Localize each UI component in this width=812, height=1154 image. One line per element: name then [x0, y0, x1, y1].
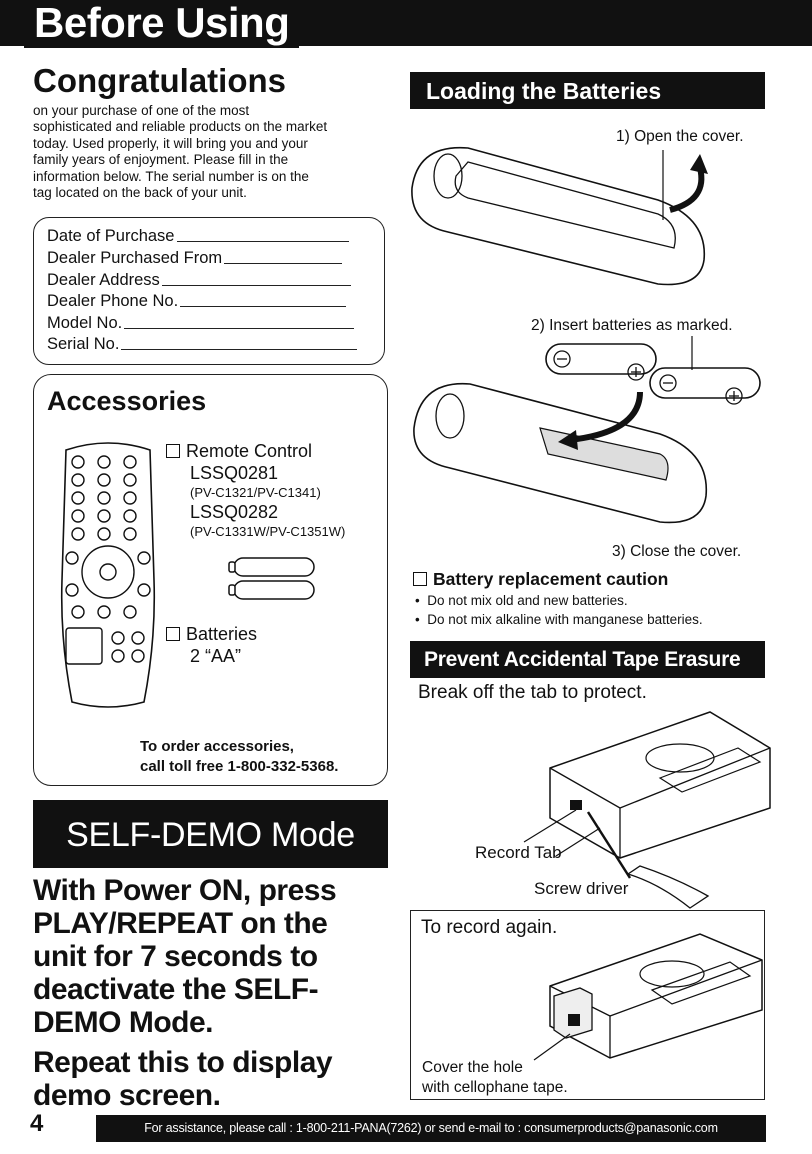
form-label: Date of Purchase — [47, 227, 175, 245]
remote-models-2: (PV-C1331W/PV-C1351W) — [190, 524, 346, 539]
form-field-serial[interactable]: Serial No. — [47, 334, 358, 354]
form-label: Serial No. — [47, 335, 120, 353]
cassette-taped-illustration — [533, 933, 763, 1061]
form-field-dealer-address[interactable]: Dealer Address — [47, 270, 351, 290]
accessories-box — [33, 374, 388, 786]
instruction-line: DEMO Mode. — [33, 1006, 214, 1039]
congratulations-title: Congratulations — [33, 62, 286, 99]
accessory-remote: Remote Control — [166, 440, 312, 462]
battery-step-3: 3) Close the cover. — [612, 543, 742, 560]
batteries-type: 2 “AA” — [190, 646, 242, 666]
cover-hole-text-1: Cover the hole — [422, 1059, 523, 1076]
tape-erasure-subtitle: Break off the tab to protect. — [418, 682, 647, 703]
instruction-line: deactivate the SELF- — [33, 973, 319, 1006]
form-label: Model No. — [47, 314, 123, 332]
congrats-line: on your purchase of one of the most — [33, 103, 250, 118]
form-blank[interactable] — [180, 306, 347, 307]
order-accessories-text: To order accessories, call toll free 1-8… — [140, 737, 338, 777]
caution-title-text: Battery replacement caution — [433, 569, 669, 589]
self-demo-instruction: With Power ON, press PLAY/REPEAT on the … — [33, 874, 413, 1039]
assistance-footer[interactable]: For assistance, please call : 1-800-211-… — [96, 1115, 766, 1142]
record-tab-label: Record Tab — [475, 843, 562, 862]
form-label: Dealer Purchased From — [47, 249, 223, 267]
instruction-line: unit for 7 seconds to — [33, 940, 318, 973]
form-blank[interactable] — [224, 263, 343, 264]
record-again-title: To record again. — [421, 917, 558, 938]
cover-hole-text-2: with cellophane tape. — [422, 1079, 568, 1096]
congrats-line: family years of enjoyment. Please fill i… — [33, 152, 289, 168]
form-label: Dealer Phone No. — [47, 292, 179, 310]
instruction-line: With Power ON, press — [33, 874, 337, 907]
insert-batteries-illustration — [413, 336, 761, 524]
form-field-model[interactable]: Model No. — [47, 313, 355, 333]
loading-batteries-title: Loading the Batteries — [410, 72, 765, 109]
battery-step-1: 1) Open the cover. — [616, 128, 744, 145]
remote-open-cover-illustration — [411, 146, 708, 286]
order-line: To order accessories, — [140, 738, 294, 755]
self-demo-title: SELF-DEMO Mode — [66, 816, 355, 854]
congrats-line: information below. The serial number is … — [33, 168, 309, 184]
accessories-title: Accessories — [47, 386, 207, 416]
form-blank[interactable] — [176, 241, 349, 242]
caution-item: • Do not mix alkaline with manganese bat… — [415, 612, 703, 627]
repeat-line: demo screen. — [33, 1079, 221, 1112]
purchase-info-form: Date of Purchase Dealer Purchased From D… — [33, 217, 385, 365]
page-title: Before Using — [24, 0, 300, 48]
tape-erasure-title: Prevent Accidental Tape Erasure — [410, 641, 765, 678]
remote-control-illustration — [60, 442, 156, 708]
accessory-batteries: Batteries — [166, 623, 257, 645]
checkbox-icon[interactable] — [166, 627, 180, 641]
remote-part-1: LSSQ0281 — [190, 463, 279, 483]
self-demo-repeat: Repeat this to display demo screen. — [33, 1046, 413, 1112]
instruction-line: PLAY/REPEAT on the — [33, 907, 328, 940]
caution-text: Do not mix old and new batteries. — [427, 593, 628, 608]
aa-batteries-icon — [228, 557, 315, 600]
congratulations-text: on your purchase of one of the most soph… — [33, 103, 393, 201]
remote-label: Remote Control — [186, 441, 313, 461]
checkbox-icon[interactable] — [413, 572, 427, 586]
congrats-line: tag located on the back of your unit. — [33, 185, 247, 201]
record-again-box — [410, 910, 765, 1100]
batteries-label: Batteries — [186, 624, 258, 644]
congrats-line: sophisticated and reliable products on t… — [33, 119, 328, 135]
remote-part-2: LSSQ0282 — [190, 502, 279, 522]
form-field-dealer-phone[interactable]: Dealer Phone No. — [47, 291, 347, 311]
repeat-line: Repeat this to display — [33, 1046, 333, 1079]
form-field-dealer-from[interactable]: Dealer Purchased From — [47, 248, 343, 268]
screwdriver-label: Screw driver — [534, 879, 629, 898]
form-label: Dealer Address — [47, 271, 160, 289]
cassette-record-tab-illustration — [523, 711, 771, 909]
battery-caution-title: Battery replacement caution — [413, 569, 668, 590]
page-number: 4 — [30, 1110, 44, 1137]
checkbox-icon[interactable] — [166, 444, 180, 458]
congrats-line: today. Used properly, it will bring you … — [33, 135, 308, 151]
remote-models-1: (PV-C1321/PV-C1341) — [190, 485, 321, 500]
order-phone[interactable]: call toll free 1-800-332-5368. — [140, 758, 339, 775]
form-blank[interactable] — [161, 285, 351, 286]
self-demo-title-bar — [33, 800, 388, 868]
caution-text: Do not mix alkaline with manganese batte… — [427, 612, 703, 627]
caution-item: • Do not mix old and new batteries. — [415, 593, 628, 608]
form-blank[interactable] — [121, 349, 358, 350]
form-field-date[interactable]: Date of Purchase — [47, 226, 349, 246]
form-blank[interactable] — [124, 328, 355, 329]
battery-step-2: 2) Insert batteries as marked. — [531, 317, 733, 334]
